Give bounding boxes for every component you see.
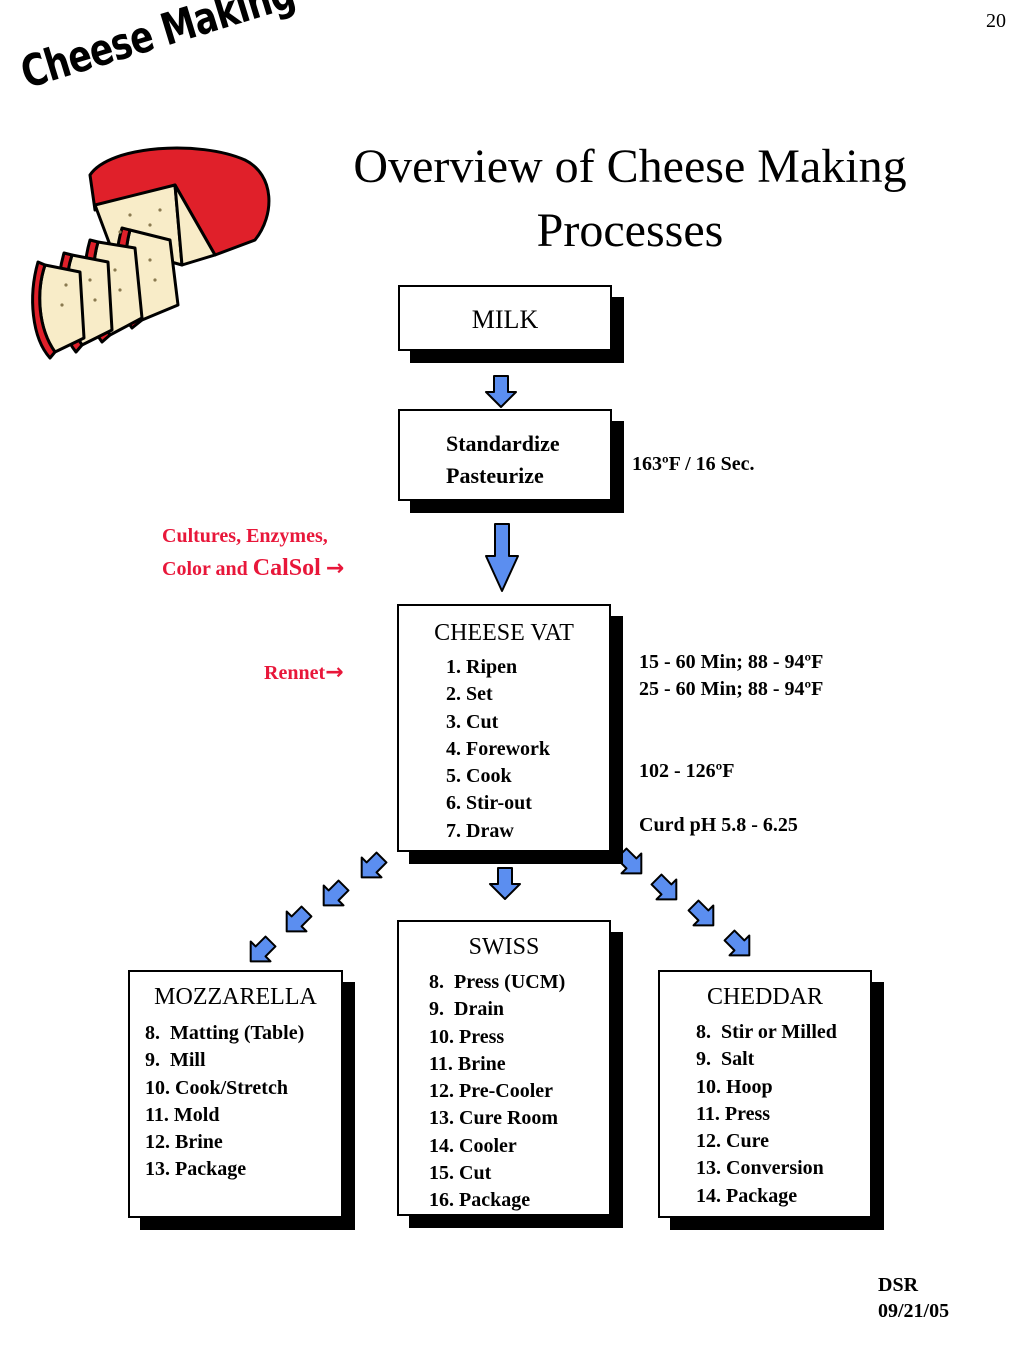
milk-label: MILK	[471, 305, 539, 334]
list-item: 6. Stir-out	[446, 792, 532, 815]
arrow-milk-to-standardize	[485, 375, 517, 408]
list-item: 9. Mill	[145, 1049, 206, 1072]
milk-box: MILK	[398, 285, 612, 351]
list-item: 8. Stir or Milled	[696, 1021, 837, 1043]
standardize-label: Standardize	[446, 431, 560, 456]
mozzarella-box: MOZZARELLA 8. Matting (Table) 9. Mill 10…	[128, 970, 343, 1218]
set-note: 25 - 60 Min; 88 - 94ºF	[639, 678, 824, 700]
list-item: 14. Cooler	[429, 1134, 517, 1157]
arrow-vat-to-mozzarella-1	[350, 846, 393, 889]
arrow-vat-to-mozzarella-2	[312, 874, 355, 917]
list-item: 3. Cut	[446, 710, 499, 733]
page-title: Overview of Cheese Making Processes	[300, 135, 960, 263]
draw-note: Curd pH 5.8 - 6.25	[639, 814, 798, 836]
additives-note: Cultures, Enzymes, Color and CalSol →	[162, 520, 344, 585]
list-item: 7. Draw	[446, 819, 514, 842]
standardize-box: Standardize Pasteurize	[398, 409, 612, 501]
cheese-vat-box: CHEESE VAT 1. Ripen 2. Set 3. Cut 4. For…	[397, 604, 611, 852]
additives-arrow-icon: →	[325, 556, 345, 581]
rennet-label: Rennet	[264, 662, 326, 684]
cheese-wedge-side	[173, 183, 217, 267]
additives-prefix: Color and	[162, 558, 253, 580]
footer-date: 09/21/05	[878, 1300, 950, 1322]
additives-line-1: Cultures, Enzymes,	[162, 525, 328, 547]
list-item: 13. Cure Room	[429, 1107, 559, 1130]
swiss-steps: 8. Press (UCM) 9. Drain 10. Press 11. Br…	[429, 969, 565, 1215]
footer-author: DSR	[878, 1274, 919, 1296]
additives-line-2: Color and CalSol →	[162, 552, 344, 585]
list-item: 9. Drain	[429, 998, 504, 1021]
mozzarella-title: MOZZARELLA	[154, 984, 317, 1010]
arrow-vat-to-cheddar-4	[718, 924, 761, 967]
rennet-arrow-icon: →	[325, 660, 344, 685]
cheddar-title: CHEDDAR	[706, 984, 823, 1010]
list-item: 12. Pre-Cooler	[429, 1080, 554, 1103]
cook-note: 102 - 126ºF	[639, 760, 735, 782]
mozzarella-steps: 8. Matting (Table) 9. Mill 10. Cook/Stre…	[145, 1020, 304, 1184]
list-item: 10. Hoop	[696, 1075, 773, 1098]
list-item: 10. Cook/Stretch	[145, 1076, 288, 1099]
arrow-vat-to-cheddar-1	[610, 842, 653, 885]
swiss-box: SWISS 8. Press (UCM) 9. Drain 10. Press …	[397, 920, 611, 1216]
arrow-vat-to-mozzarella-4	[239, 930, 282, 973]
list-item: 15. Cut	[429, 1162, 492, 1185]
list-item: 13. Package	[145, 1158, 247, 1181]
swiss-title: SWISS	[468, 934, 540, 960]
calsol-label: CalSol	[252, 555, 321, 581]
arrow-standardize-to-vat	[485, 523, 519, 592]
rennet-note: Rennet→	[264, 660, 344, 685]
list-item: 8. Press (UCM)	[429, 971, 566, 993]
pasteurize-note: 163ºF / 16 Sec.	[632, 453, 755, 475]
arrow-vat-to-swiss	[489, 867, 521, 900]
arrow-vat-to-cheddar-2	[645, 868, 688, 911]
list-item: 10. Press	[429, 1025, 505, 1048]
pasteurize-label: Pasteurize	[446, 463, 544, 488]
title-line-2: Processes	[536, 204, 724, 257]
list-item: 2. Set	[446, 683, 493, 706]
list-item: 1. Ripen	[446, 656, 518, 678]
list-item: 14. Package	[696, 1184, 798, 1207]
list-item: 13. Conversion	[696, 1157, 824, 1180]
list-item: 9. Salt	[696, 1048, 755, 1071]
list-item: 5. Cook	[446, 765, 512, 788]
cheddar-box: CHEDDAR 8. Stir or Milled 9. Salt 10. Ho…	[658, 970, 872, 1218]
list-item: 12. Cure	[696, 1130, 769, 1153]
list-item: 11. Brine	[429, 1052, 506, 1075]
list-item: 12. Brine	[145, 1131, 223, 1154]
arrow-vat-to-cheddar-3	[682, 894, 725, 937]
list-item: 11. Mold	[145, 1103, 220, 1126]
list-item: 8. Matting (Table)	[145, 1022, 305, 1044]
cheese-vat-steps: 1. Ripen 2. Set 3. Cut 4. Forework 5. Co…	[446, 654, 550, 845]
list-item: 16. Package	[429, 1189, 531, 1212]
cheddar-steps: 8. Stir or Milled 9. Salt 10. Hoop 11. P…	[696, 1019, 837, 1210]
list-item: 11. Press	[696, 1102, 771, 1125]
cheese-vat-title: CHEESE VAT	[434, 620, 574, 646]
arrow-vat-to-mozzarella-3	[275, 900, 318, 943]
cheese-wheel	[88, 146, 271, 257]
ripen-note: 15 - 60 Min; 88 - 94ºF	[639, 651, 824, 673]
page-number: 20	[986, 10, 1006, 32]
list-item: 4. Forework	[446, 737, 551, 760]
footer: DSR 09/21/05	[878, 1272, 949, 1324]
title-line-1: Overview of Cheese Making	[353, 140, 907, 193]
